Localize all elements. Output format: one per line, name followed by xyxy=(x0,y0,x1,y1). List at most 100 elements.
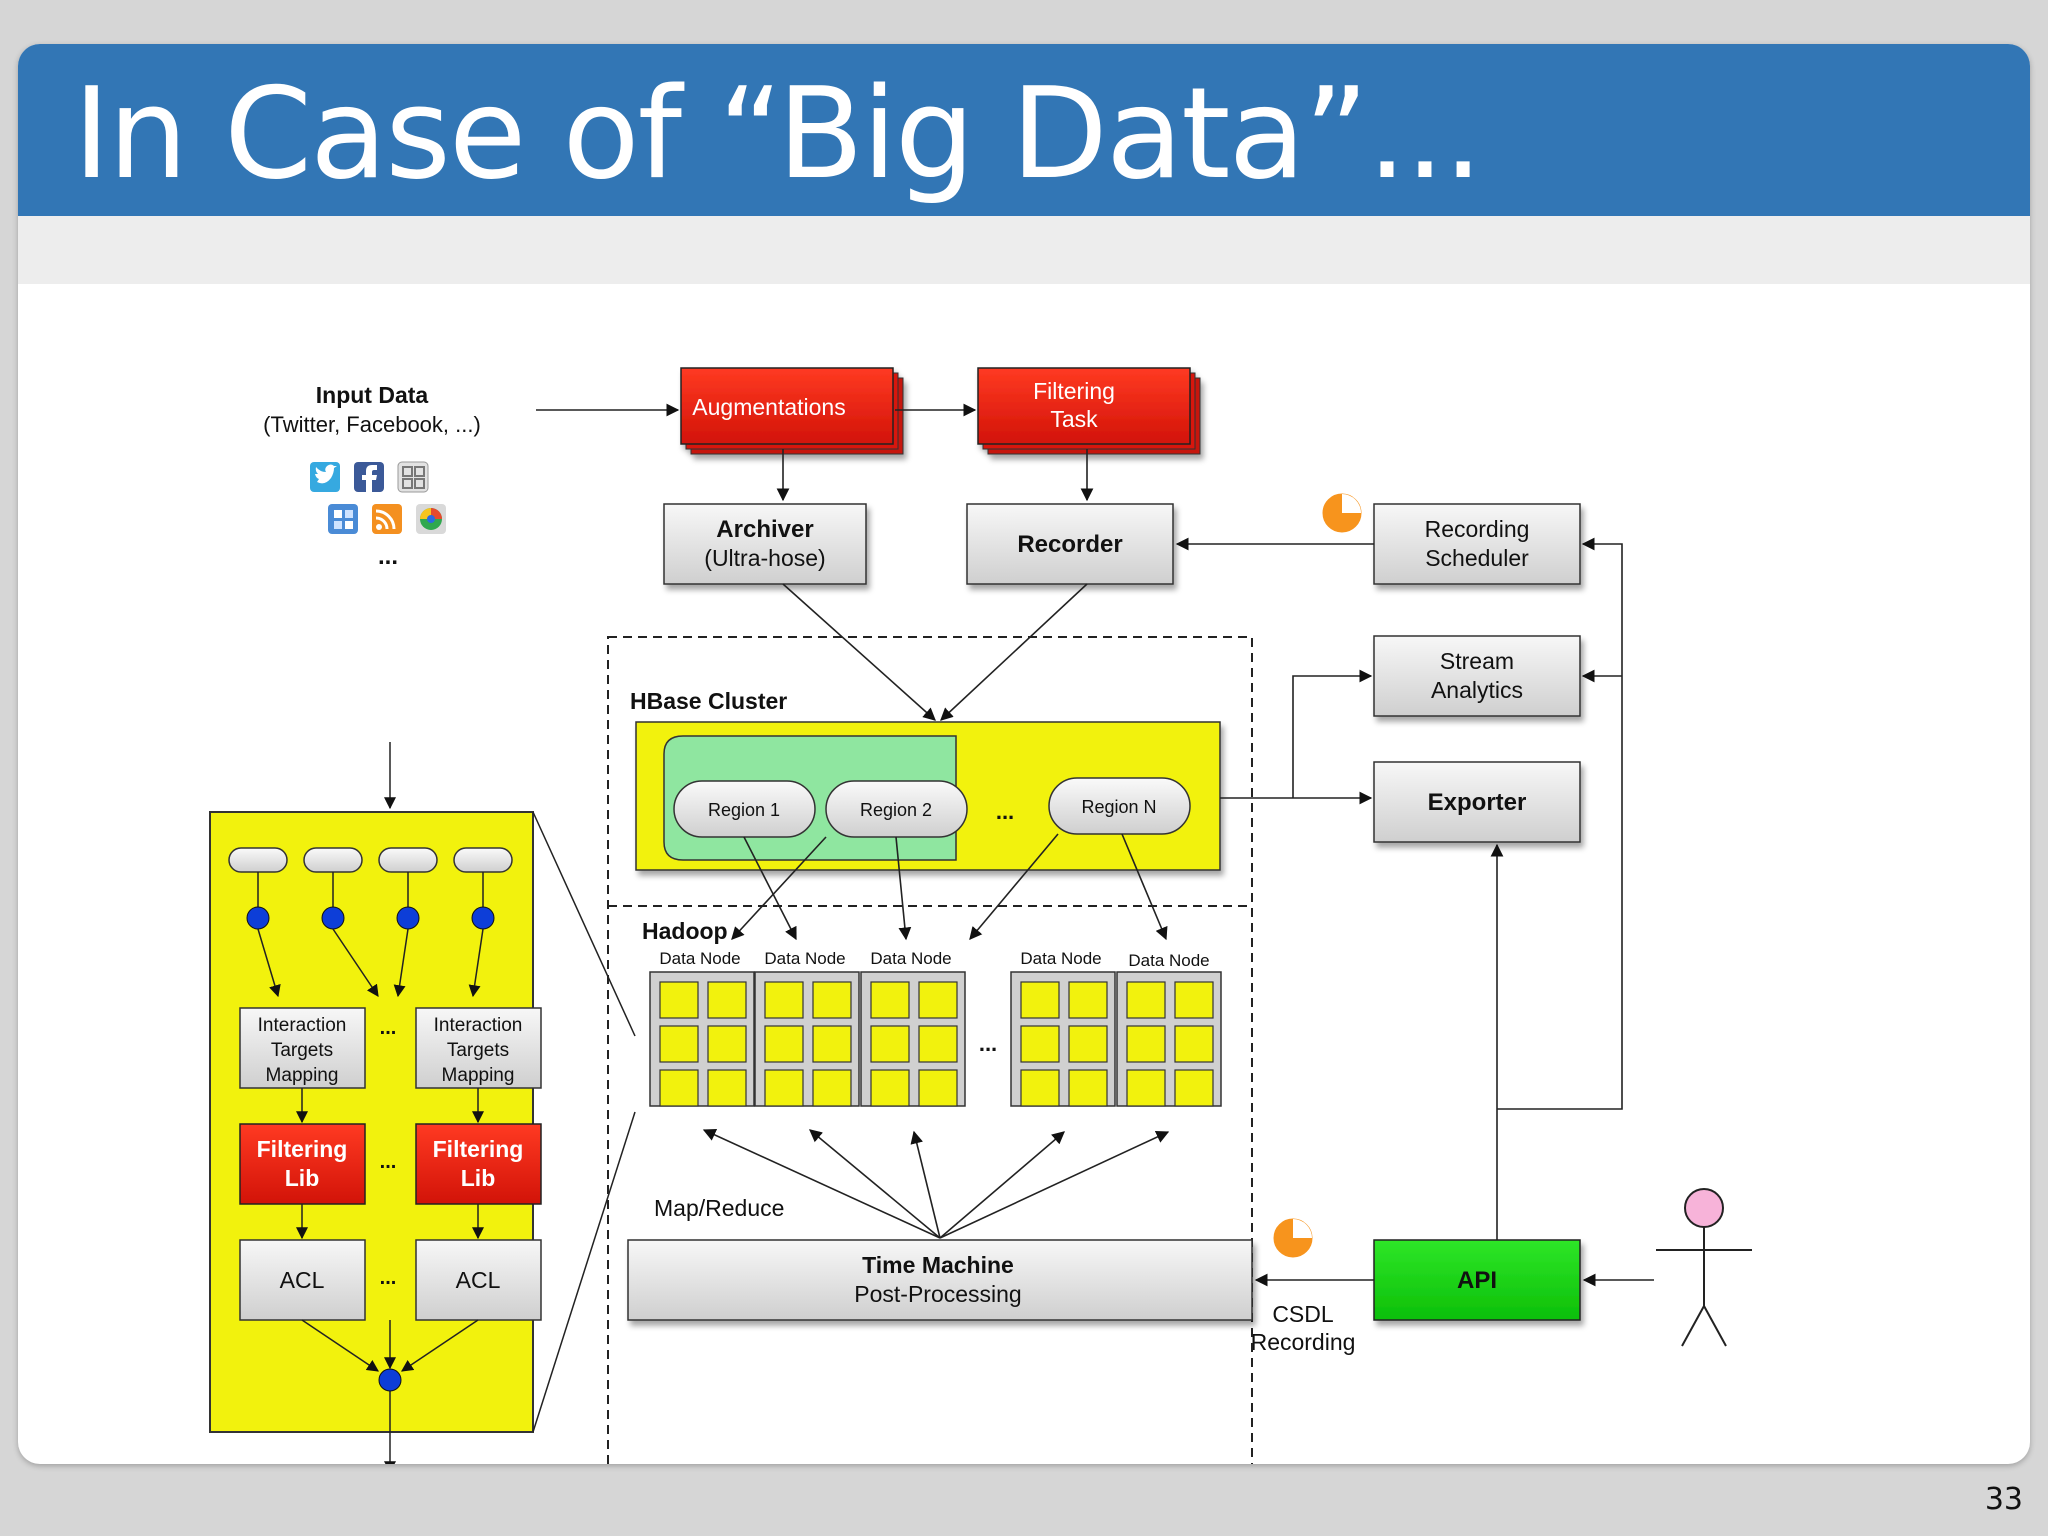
filtering-lib-line1: Filtering xyxy=(257,1136,348,1162)
api-label: API xyxy=(1457,1267,1497,1294)
data-block xyxy=(707,1025,747,1063)
hbase-ellipsis: ... xyxy=(996,799,1014,824)
filtering-lib-box[interactable] xyxy=(239,1123,366,1205)
data-block xyxy=(707,1069,747,1107)
data-node-label: Data Node xyxy=(1128,951,1209,970)
data-block xyxy=(1020,1069,1060,1107)
recorder-box[interactable] xyxy=(966,503,1174,585)
map-reduce-label: Map/Reduce xyxy=(654,1195,784,1221)
flow-arrows xyxy=(536,403,1654,1287)
mapping-line2: Targets xyxy=(271,1040,333,1061)
split-node xyxy=(246,906,270,930)
data-block xyxy=(764,981,804,1019)
mapping-line1: Interaction xyxy=(258,1015,347,1036)
data-block xyxy=(812,1069,852,1107)
clock-icon xyxy=(1270,1215,1316,1261)
split-node xyxy=(321,906,345,930)
data-block xyxy=(1174,1025,1214,1063)
filtering-task-line2: Task xyxy=(1050,406,1098,432)
twitter-icon xyxy=(310,462,340,492)
stream-analytics-line1: Stream xyxy=(1440,648,1514,674)
user-actor-icon xyxy=(1656,1188,1752,1347)
region-2-label: Region 2 xyxy=(860,800,932,820)
filtering-lib-line2: Lib xyxy=(461,1165,496,1191)
data-block xyxy=(918,1025,958,1063)
acl-label: ACL xyxy=(456,1267,501,1293)
data-block xyxy=(659,1069,699,1107)
mapping-line3: Mapping xyxy=(266,1065,339,1086)
acl-box[interactable] xyxy=(239,1239,366,1321)
input-data: Input Data (Twitter, Facebook, ...) xyxy=(263,382,481,570)
time-machine-box[interactable] xyxy=(627,1239,1253,1321)
region-n[interactable] xyxy=(1048,777,1191,835)
data-block xyxy=(812,981,852,1019)
widget-icon xyxy=(328,504,358,534)
recording-scheduler-line1: Recording xyxy=(1425,516,1530,542)
data-block xyxy=(764,1069,804,1107)
data-block xyxy=(812,1025,852,1063)
page-number: 33 xyxy=(1984,1482,2023,1517)
mapping-box[interactable] xyxy=(415,1007,542,1089)
zoom-line xyxy=(532,811,636,1037)
filtering-lib-line1: Filtering xyxy=(433,1136,524,1162)
api-box[interactable] xyxy=(1373,1239,1581,1321)
filtering-lib-line2: Lib xyxy=(285,1165,320,1191)
augmentations-box[interactable] xyxy=(680,367,904,455)
stream-analytics-box[interactable] xyxy=(1373,635,1581,717)
zoom-line xyxy=(532,1111,636,1433)
augmentations-label: Augmentations xyxy=(692,394,845,420)
acl-box[interactable] xyxy=(415,1239,542,1321)
grid-icon xyxy=(397,461,429,493)
data-block xyxy=(1068,1069,1108,1107)
filtering-lib-box[interactable] xyxy=(415,1123,542,1205)
data-block xyxy=(870,981,910,1019)
stream-analytics-line2: Analytics xyxy=(1431,677,1523,703)
exporter-box[interactable] xyxy=(1373,761,1581,843)
acl-ellipsis: ... xyxy=(380,1267,397,1289)
data-node-label: Data Node xyxy=(870,949,951,968)
input-data-title: Input Data xyxy=(316,382,429,408)
input-slot xyxy=(378,847,438,873)
input-slot xyxy=(228,847,288,873)
cluster-boundary xyxy=(607,636,1253,1464)
data-block xyxy=(1174,1069,1214,1107)
csdl-recording-line1: CSDL xyxy=(1272,1301,1334,1327)
time-machine-title: Time Machine xyxy=(862,1252,1014,1278)
region-n-label: Region N xyxy=(1081,797,1156,817)
input-slot xyxy=(303,847,363,873)
data-block xyxy=(1020,1025,1060,1063)
hadoop-title: Hadoop xyxy=(642,918,728,944)
data-block xyxy=(918,981,958,1019)
archiver-box[interactable] xyxy=(663,503,867,585)
mapping-box[interactable] xyxy=(239,1007,366,1089)
hadoop-ellipsis: ... xyxy=(979,1031,997,1056)
data-block xyxy=(870,1069,910,1107)
title-underband xyxy=(18,216,2030,284)
merge-node xyxy=(378,1368,402,1392)
input-data-subtitle: (Twitter, Facebook, ...) xyxy=(263,412,481,437)
filtering-task-box[interactable] xyxy=(977,367,1201,455)
archiver-title: Archiver xyxy=(716,516,813,543)
acl-label: ACL xyxy=(280,1267,325,1293)
recording-scheduler-line2: Scheduler xyxy=(1425,545,1529,571)
recorder-label: Recorder xyxy=(1017,531,1122,558)
data-block xyxy=(707,981,747,1019)
slide-title: In Case of “Big Data”... xyxy=(73,60,1483,207)
archiver-subtitle: (Ultra-hose) xyxy=(704,545,825,571)
exporter-label: Exporter xyxy=(1428,789,1527,816)
input-data-more: ... xyxy=(378,543,398,570)
data-block xyxy=(1126,981,1166,1019)
data-block xyxy=(1126,1069,1166,1107)
facebook-icon xyxy=(354,462,384,492)
hadoop-data-nodes xyxy=(649,971,1222,1107)
data-block xyxy=(870,1025,910,1063)
data-block xyxy=(1068,1025,1108,1063)
data-block xyxy=(1174,981,1214,1019)
rss-icon xyxy=(372,504,402,534)
clock-icon xyxy=(1319,490,1365,536)
data-block xyxy=(659,981,699,1019)
mapping-ellipsis: ... xyxy=(380,1017,397,1039)
recording-scheduler-box[interactable] xyxy=(1373,503,1581,585)
title-bar: In Case of “Big Data”... xyxy=(18,44,2030,216)
data-block xyxy=(1126,1025,1166,1063)
